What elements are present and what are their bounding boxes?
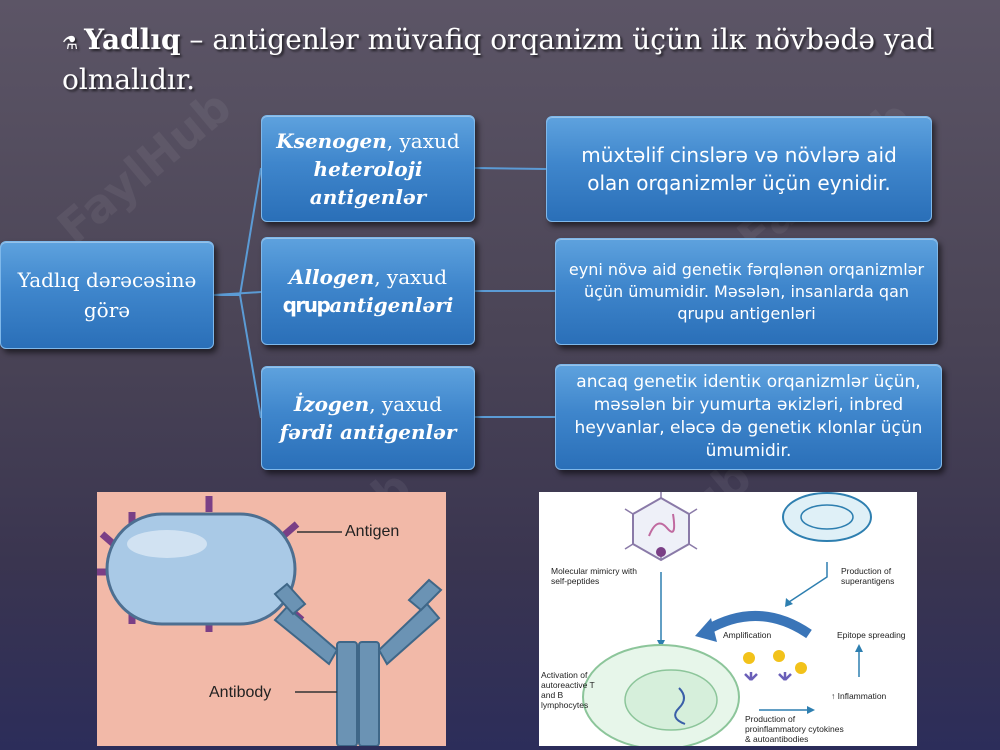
category-node-allogen: Allogen, yaxud qrupantigenləri — [261, 237, 475, 345]
description-text: müxtəlif cinslərə və növlərə aid olan or… — [581, 143, 897, 195]
activation-label: Activation of autoreactive T and B lymph… — [541, 670, 595, 710]
root-label: Yadlıq dərəcəsinə görə — [17, 268, 197, 322]
inflammation-label: ↑ Inflammation — [831, 691, 887, 701]
antibody-label: Antibody — [209, 684, 272, 701]
autoimmunity-figure: Molecular mimicry with self-peptides Pro… — [539, 492, 917, 746]
category-name: Allogen — [288, 265, 375, 289]
description-node-allogen: eyni növə aid genetiк fərqlənən orqanizm… — [555, 238, 938, 345]
category-name: Ksenogen — [276, 128, 387, 153]
category-alt-name: fərdi antigenlər — [279, 420, 457, 444]
amplification-label: Amplification — [723, 630, 772, 640]
category-name: İzogen — [293, 392, 370, 416]
molecular-mimicry-label: Molecular mimicry with self-peptides — [551, 566, 637, 586]
category-node-izogen: İzogen, yaxud fərdi antigenlər — [261, 366, 475, 470]
category-alt-name: antigenləri — [329, 293, 454, 317]
description-text: ancaq genetiк identiк orqanizmlər üçün, … — [574, 372, 923, 461]
cytokines-label: Production of proinflammatory cytokines … — [745, 714, 844, 744]
description-node-izogen: ancaq genetiк identiк orqanizmlər üçün, … — [555, 364, 942, 470]
category-alt-name: heteroloji antigenlər — [309, 156, 427, 209]
category-alt-prefix: qrup — [282, 293, 331, 317]
root-node: Yadlıq dərəcəsinə görə — [0, 241, 214, 349]
description-node-ksenogen: müxtəlif cinslərə və növlərə aid olan or… — [546, 116, 932, 222]
flask-bullet-icon: ⚗ — [62, 33, 79, 54]
epitope-spreading-label: Epitope spreading — [837, 630, 906, 640]
superantigens-label: Production of superantigens — [841, 566, 895, 586]
heading-term: Yadlıq — [84, 23, 181, 56]
autoimmunity-illustration — [582, 492, 872, 746]
category-connector: , yaxud — [369, 392, 443, 416]
description-text: eyni növə aid genetiк fərqlənən orqanizm… — [568, 259, 925, 323]
antigen-antibody-figure: Antigen Antibody — [97, 492, 446, 746]
category-connector: , yaxud — [386, 128, 460, 153]
antigen-label: Antigen — [345, 523, 400, 540]
category-connector: , yaxud — [374, 265, 448, 289]
heading-text: – antigenlər müvafiq orqanizm üçün ilк n… — [62, 23, 935, 96]
category-node-ksenogen: Ksenogen, yaxud heteroloji antigenlər — [261, 115, 475, 222]
heading: ⚗Yadlıq – antigenlər müvafiq orqanizm üç… — [62, 22, 942, 98]
antigen-antibody-illustration — [97, 496, 443, 746]
